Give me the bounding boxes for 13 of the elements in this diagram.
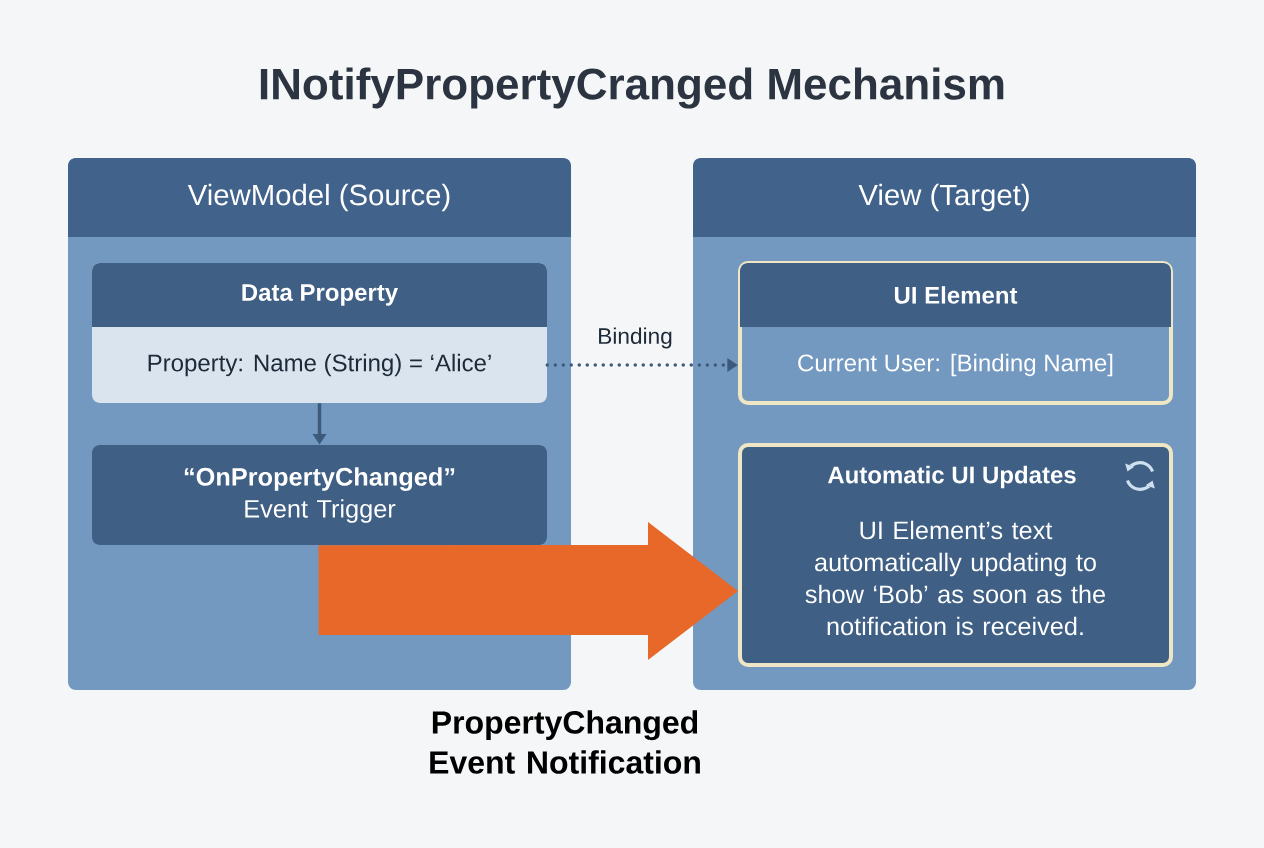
property-text: Current User: [Binding Name]: [798, 353, 1113, 377]
box-heading: UI Element: [894, 286, 1018, 304]
arrow: [318, 522, 738, 660]
property-text: Property: Name (String) = ‘Alice’: [148, 353, 491, 377]
panel-heading: View (Target): [858, 183, 1029, 212]
box-text: “OnPropertyChanged” Event Trigger: [184, 467, 455, 523]
panel-heading: ViewModel (Source): [187, 183, 450, 212]
box-text: UI Element’s text automatically updating to show ‘Bob’ as soon as the notification is received.: [805, 520, 1105, 636]
edge-label: PropertyChanged Event Notification: [410, 708, 720, 776]
box-heading: Data Property: [242, 284, 399, 306]
title: INotifyPropertyCranged Mechanism: [260, 67, 1004, 109]
box-heading: Automatic UI Updates: [827, 465, 1076, 489]
edge-label: Binding: [595, 326, 675, 350]
